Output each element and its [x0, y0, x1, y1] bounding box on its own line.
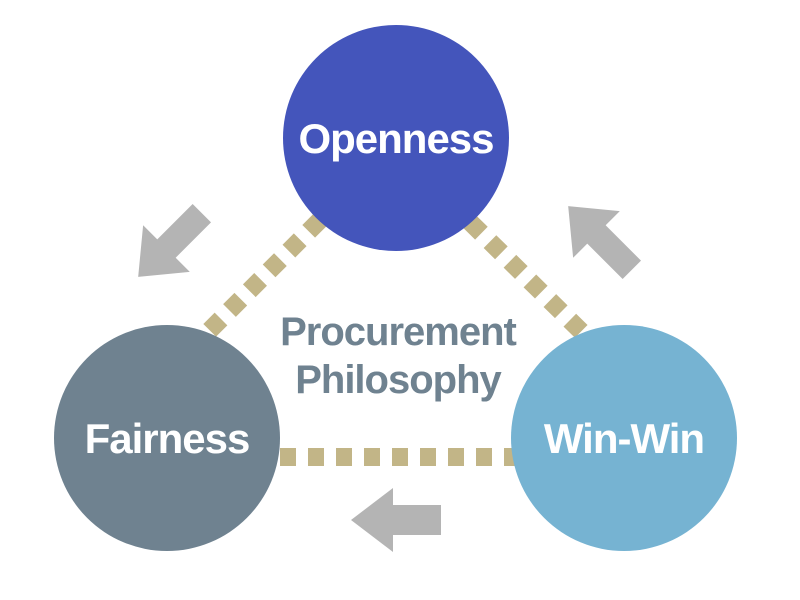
- arrows: [138, 203, 642, 552]
- center-title-line1: Procurement: [280, 310, 516, 354]
- connector-openness-winwin: [463, 215, 597, 347]
- arrow-left-icon: [351, 488, 441, 552]
- openness-node: [283, 25, 509, 251]
- arrow-up-left-icon: [568, 206, 642, 280]
- fairness-label: Fairness: [85, 415, 250, 462]
- winwin-label: Win-Win: [544, 415, 704, 462]
- openness-label: Openness: [298, 115, 493, 162]
- fairness-node: [54, 325, 280, 551]
- arrow-down-left-icon: [138, 203, 212, 277]
- winwin-node: [511, 325, 737, 551]
- connectors: [198, 213, 597, 466]
- center-title-line2: Philosophy: [295, 358, 502, 402]
